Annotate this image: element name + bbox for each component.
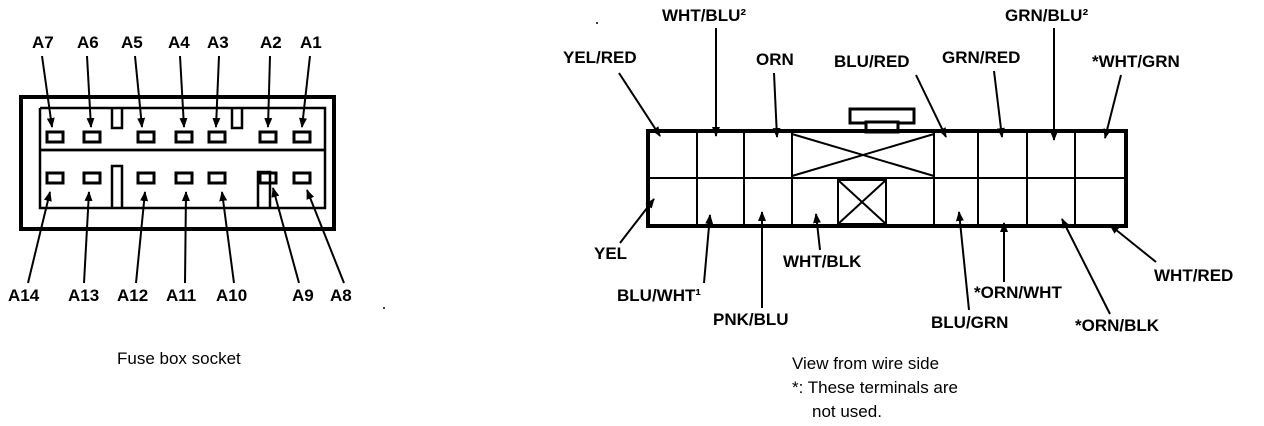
pin-arrow <box>264 55 273 128</box>
socket-pin <box>207 171 227 185</box>
socket-pin <box>174 171 194 185</box>
pin-label-a10: A10 <box>216 286 247 305</box>
socket-pin <box>136 171 156 185</box>
pin-label-a9: A9 <box>292 286 314 305</box>
pin-label-a8: A8 <box>330 286 352 305</box>
wire-arrow <box>618 72 661 137</box>
wire-label-wht-red: WHT/RED <box>1154 266 1233 285</box>
wire-label-blu-wht1: BLU/WHT¹ <box>617 286 701 305</box>
pin-label-a1: A1 <box>300 33 322 52</box>
blank-cavity-bottom <box>837 179 887 225</box>
socket-pin <box>136 130 156 144</box>
blank-cavity-bottom-frame <box>837 179 887 225</box>
socket-outer-frame <box>19 95 336 231</box>
pin-label-a11: A11 <box>166 286 196 305</box>
pin-arrow <box>179 55 188 128</box>
pin-label-a7: A7 <box>32 33 54 52</box>
blank-cavity-top <box>791 133 935 177</box>
pin-arrow <box>181 191 190 284</box>
connector-cavity-dividers <box>696 131 1076 226</box>
wire-label-orn-blk: *ORN/BLK <box>1075 316 1160 335</box>
pin-label-a12: A12 <box>117 286 148 305</box>
wire-label-grn-red: GRN/RED <box>942 48 1020 67</box>
wire-label-blu-red: BLU/RED <box>834 52 910 71</box>
socket-pin <box>82 171 102 185</box>
socket-pin <box>258 130 278 144</box>
wire-label-blu-grn: BLU/GRN <box>931 313 1008 332</box>
fuse-box-caption: Fuse box socket <box>117 349 241 368</box>
wire-arrow <box>993 70 1005 138</box>
pin-arrow <box>27 191 52 284</box>
connector-caption-line1: View from wire side <box>792 354 939 373</box>
pin-label-a2: A2 <box>260 33 282 52</box>
pin-arrow <box>299 55 311 128</box>
socket-pin-arrows <box>27 55 345 284</box>
wire-label-yel: YEL <box>594 244 627 263</box>
pin-arrow <box>271 187 300 284</box>
wire-label-wht-blk: WHT/BLK <box>783 252 862 271</box>
pin-arrow <box>212 55 221 128</box>
wire-arrows <box>618 28 1157 315</box>
socket-pin <box>292 171 312 185</box>
wire-label-pnk-blu: PNK/BLU <box>713 310 789 329</box>
pin-arrow <box>306 189 345 284</box>
pin-arrow <box>135 191 149 284</box>
socket-pin <box>45 171 65 185</box>
connector-blank-cavities <box>791 133 935 225</box>
pin-label-a4: A4 <box>168 33 190 52</box>
pin-arrow <box>86 55 95 128</box>
socket-pin <box>207 130 227 144</box>
socket-pin <box>292 130 312 144</box>
wire-label-yel-red: YEL/RED <box>563 48 637 67</box>
wire-arrow <box>955 211 970 311</box>
pin-label-a3: A3 <box>207 33 229 52</box>
socket-pin <box>258 171 278 185</box>
wire-arrow <box>619 198 655 244</box>
pin-label-a14: A14 <box>8 286 40 305</box>
wire-arrow <box>772 72 781 138</box>
pin-arrow <box>83 191 93 284</box>
socket-inner-contour <box>38 106 327 210</box>
wire-arrow <box>1061 218 1111 315</box>
pin-arrow <box>219 191 235 284</box>
pin-label-a13: A13 <box>68 286 99 305</box>
wire-arrow <box>1109 224 1157 263</box>
fuse-box-socket: A7 A6 A5 A4 A3 A2 A1 A14 A13 A12 A11 A10… <box>8 33 352 368</box>
wire-label-orn-wht: *ORN/WHT <box>974 283 1062 302</box>
wire-label-wht-grn: *WHT/GRN <box>1092 52 1180 71</box>
socket-pin <box>82 130 102 144</box>
socket-pins <box>45 130 312 185</box>
pin-arrow <box>41 55 55 128</box>
connector-caption-line2: *: These terminals are <box>792 378 958 397</box>
wire-label-grn-blu2: GRN/BLU² <box>1005 6 1088 25</box>
wire-label-orn: ORN <box>756 50 794 69</box>
connector-caption-line3: not used. <box>812 402 882 421</box>
wire-connector: YEL/RED WHT/BLU² ORN BLU/RED GRN/RED GRN… <box>563 6 1233 421</box>
socket-pin <box>174 130 194 144</box>
wire-arrow <box>915 74 947 138</box>
pin-label-a6: A6 <box>77 33 99 52</box>
wire-label-wht-blu2: WHT/BLU² <box>662 6 746 25</box>
socket-pin <box>45 130 65 144</box>
wire-arrow <box>813 213 821 251</box>
wire-arrow <box>1103 74 1122 139</box>
pin-arrow <box>134 55 146 128</box>
pin-label-a5: A5 <box>121 33 143 52</box>
scan-specks <box>383 22 598 309</box>
wire-arrow <box>703 214 714 284</box>
